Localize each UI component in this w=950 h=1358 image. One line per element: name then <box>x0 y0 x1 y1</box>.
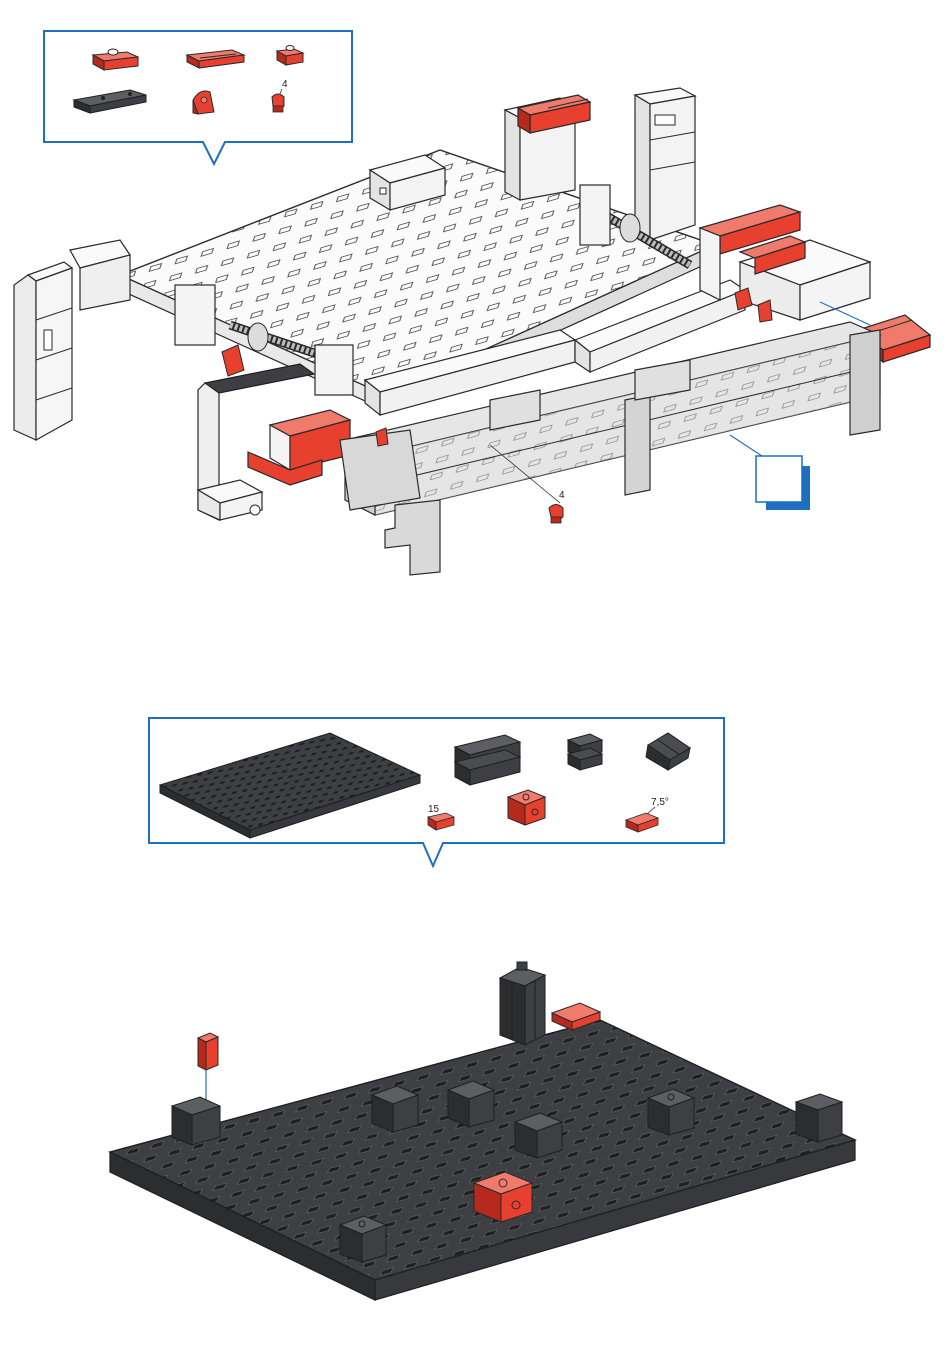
step1-parts-callout: 4 <box>44 31 352 164</box>
step2-parts-callout: 15 7,5° <box>149 718 724 866</box>
part-size-label: 15 <box>428 804 440 815</box>
step2-model <box>110 962 855 1300</box>
dark-block-15 <box>568 734 602 770</box>
red-building-cube <box>508 790 545 825</box>
part-count-label: 4 <box>282 79 288 90</box>
connector-count-label: 4 <box>559 490 565 501</box>
dark-block-e <box>796 1094 842 1142</box>
left-support-column <box>14 240 130 440</box>
red-cube-placed <box>474 1172 532 1222</box>
left-dark-block-with-red-part <box>172 1033 220 1145</box>
dark-block-f <box>340 1216 386 1262</box>
dark-base-plate-top <box>110 1020 855 1280</box>
dark-block-c <box>515 1113 562 1158</box>
part-angle-label: 7,5° <box>651 797 669 808</box>
dark-block-b <box>448 1081 494 1127</box>
step1-model: 4 <box>14 88 930 575</box>
dark-block-d <box>648 1089 694 1135</box>
tall-dark-block-tower <box>500 962 545 1045</box>
dark-block-a <box>372 1086 418 1132</box>
page-turn-marker-icon <box>730 435 810 510</box>
